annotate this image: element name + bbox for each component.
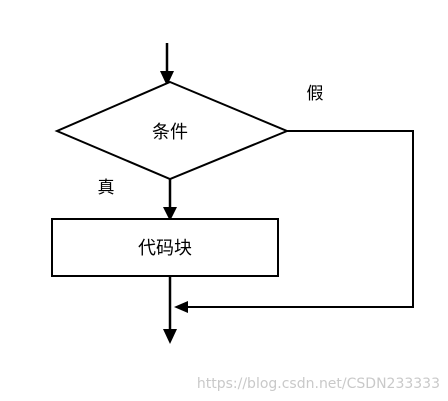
false-arrowhead bbox=[174, 301, 188, 313]
false-connector bbox=[186, 130, 414, 308]
process-label: 代码块 bbox=[138, 238, 192, 259]
true-arrowhead bbox=[163, 207, 177, 221]
true-label: 真 bbox=[98, 178, 115, 198]
false-label: 假 bbox=[307, 84, 324, 104]
exit-arrowhead bbox=[163, 329, 177, 344]
entry-arrowhead bbox=[160, 71, 174, 86]
watermark: https://blog.csdn.net/CSDN233333 bbox=[197, 376, 440, 392]
decision-label: 条件 bbox=[152, 122, 188, 143]
process-node bbox=[51, 218, 279, 277]
